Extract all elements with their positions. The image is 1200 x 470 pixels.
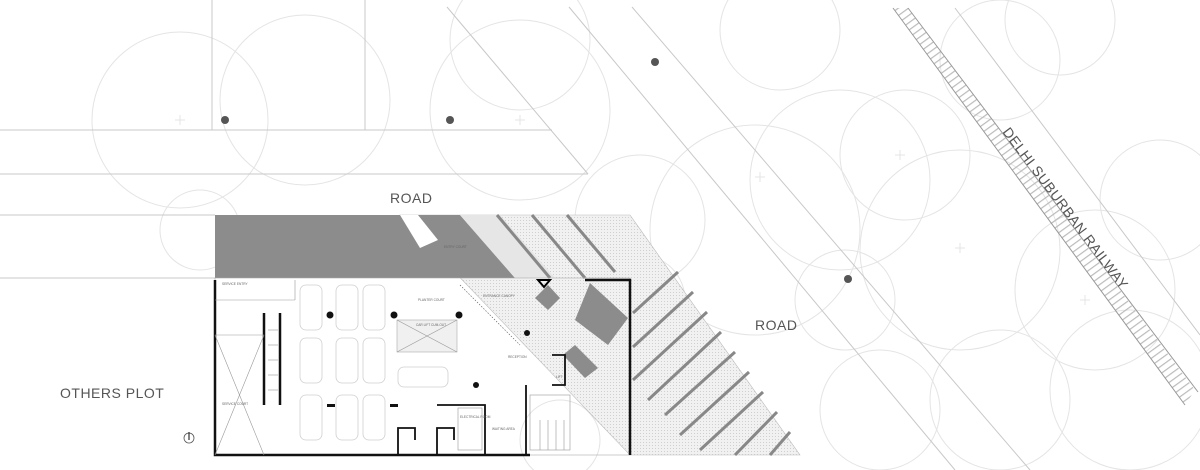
room-label-service-court: SERVICE COURT [222, 402, 248, 406]
lamp-posts [221, 58, 852, 283]
road-lines [0, 0, 1031, 470]
railway-track [892, 7, 1200, 406]
road-east-label: ROAD [755, 317, 797, 333]
room-label-car-lift: CAR LIFT CUM-OUT [416, 323, 446, 327]
others-plot-label: OTHERS PLOT [60, 385, 164, 401]
room-label-lift: LIFT [556, 375, 563, 379]
room-label-planter-court: PLANTER COURT [418, 298, 445, 302]
room-label-reception: RECEPTION [508, 355, 527, 359]
room-label-waiting-area: WAITING AREA [492, 427, 516, 431]
railway-label: DELHI SUBURBAN RAILWAY [1000, 124, 1132, 292]
room-label-service-entry: SERVICE ENTRY [222, 282, 248, 286]
room-label-electrical-room: ELECTRICAL ROOM [460, 415, 491, 419]
room-label-entry-court: ENTRY COURT [444, 245, 467, 249]
parking-cars [299, 284, 449, 441]
road-north-label: ROAD [390, 190, 432, 206]
building-plan [213, 214, 801, 457]
room-label-entrance-canopy: ENTRANCE CANOPY [483, 294, 516, 298]
north-arrow-icon [183, 432, 195, 444]
